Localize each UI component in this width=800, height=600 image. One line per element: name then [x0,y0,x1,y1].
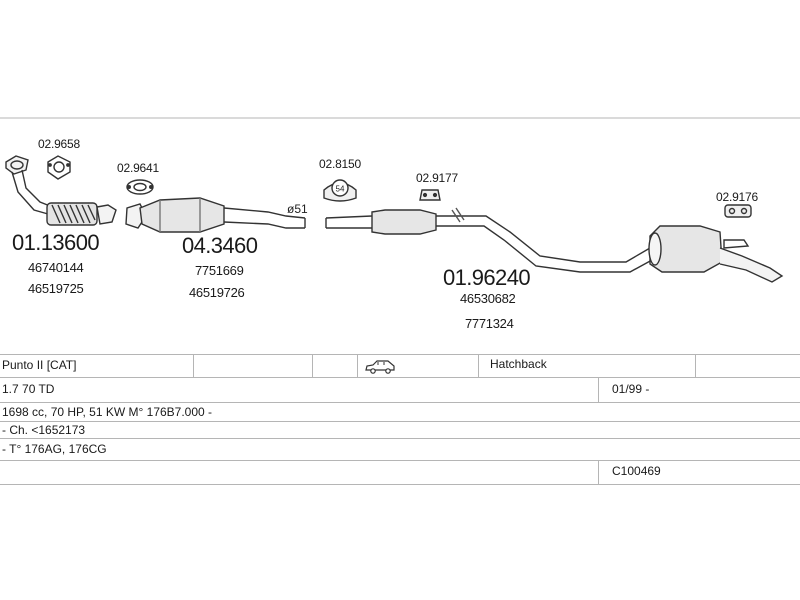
catalyst-part[interactable] [125,197,306,233]
table-divider [0,438,800,439]
rear-system-oe-number: 7771324 [465,316,514,331]
table-col-divider [357,354,358,377]
clamp-size-badge: 54 [336,185,345,194]
table-divider [0,377,800,378]
catalyst-part-number[interactable]: 04.3460 [182,233,258,258]
table-divider [0,354,800,355]
exhaust-diagram: ø51 54 [0,117,800,283]
vehicle-production-date: 01/99 - [612,382,650,396]
vehicle-engine-spec: 1698 cc, 70 HP, 51 KW M° 176B7.000 - [2,405,213,419]
vehicle-type-code: - T° 176AG, 176CG [2,442,107,456]
table-col-divider [478,354,479,377]
table-divider [0,421,800,422]
vehicle-body-type: Hatchback [490,357,547,371]
vehicle-model: Punto II [CAT] [2,358,77,372]
table-col-divider [695,354,696,377]
rubber-mount-icon[interactable] [724,204,752,218]
front-pipe-oe-number: 46519725 [28,281,84,296]
table-divider [0,460,800,461]
rear-system-part[interactable] [325,207,784,283]
gasket-part-number[interactable]: 02.9177 [416,171,458,185]
front-pipe-part-number[interactable]: 01.13600 [12,230,100,255]
clamp-icon[interactable] [323,179,357,202]
catalyst-oe-number: 7751669 [195,263,244,278]
table-col-divider [193,354,194,377]
front-pipe-oe-number: 46740144 [28,260,84,275]
catalog-code: C100469 [612,464,661,478]
front-pipe-part[interactable] [5,155,117,226]
table-col-divider [312,354,313,377]
catalyst-oe-number: 46519726 [189,285,245,300]
table-divider [0,402,800,403]
table-col-divider [598,377,599,402]
rubber-mount-part-number[interactable]: 02.9176 [716,190,758,204]
vehicle-chassis: - Ch. <1652173 [2,423,86,437]
gasket-icon[interactable] [47,155,71,180]
rear-system-part-number[interactable]: 01.96240 [443,265,531,290]
gasket-icon[interactable] [419,189,441,201]
pipe-diameter-label: ø51 [287,202,308,216]
vehicle-engine: 1.7 70 TD [2,382,55,396]
gasket-part-number[interactable]: 02.9641 [117,161,159,175]
table-divider [0,484,800,485]
gasket-icon[interactable] [126,179,154,195]
table-col-divider [598,460,599,484]
rear-system-oe-number: 46530682 [460,291,516,306]
clamp-part-number[interactable]: 02.8150 [319,157,361,171]
car-icon [365,360,395,374]
gasket-part-number[interactable]: 02.9658 [38,137,80,151]
